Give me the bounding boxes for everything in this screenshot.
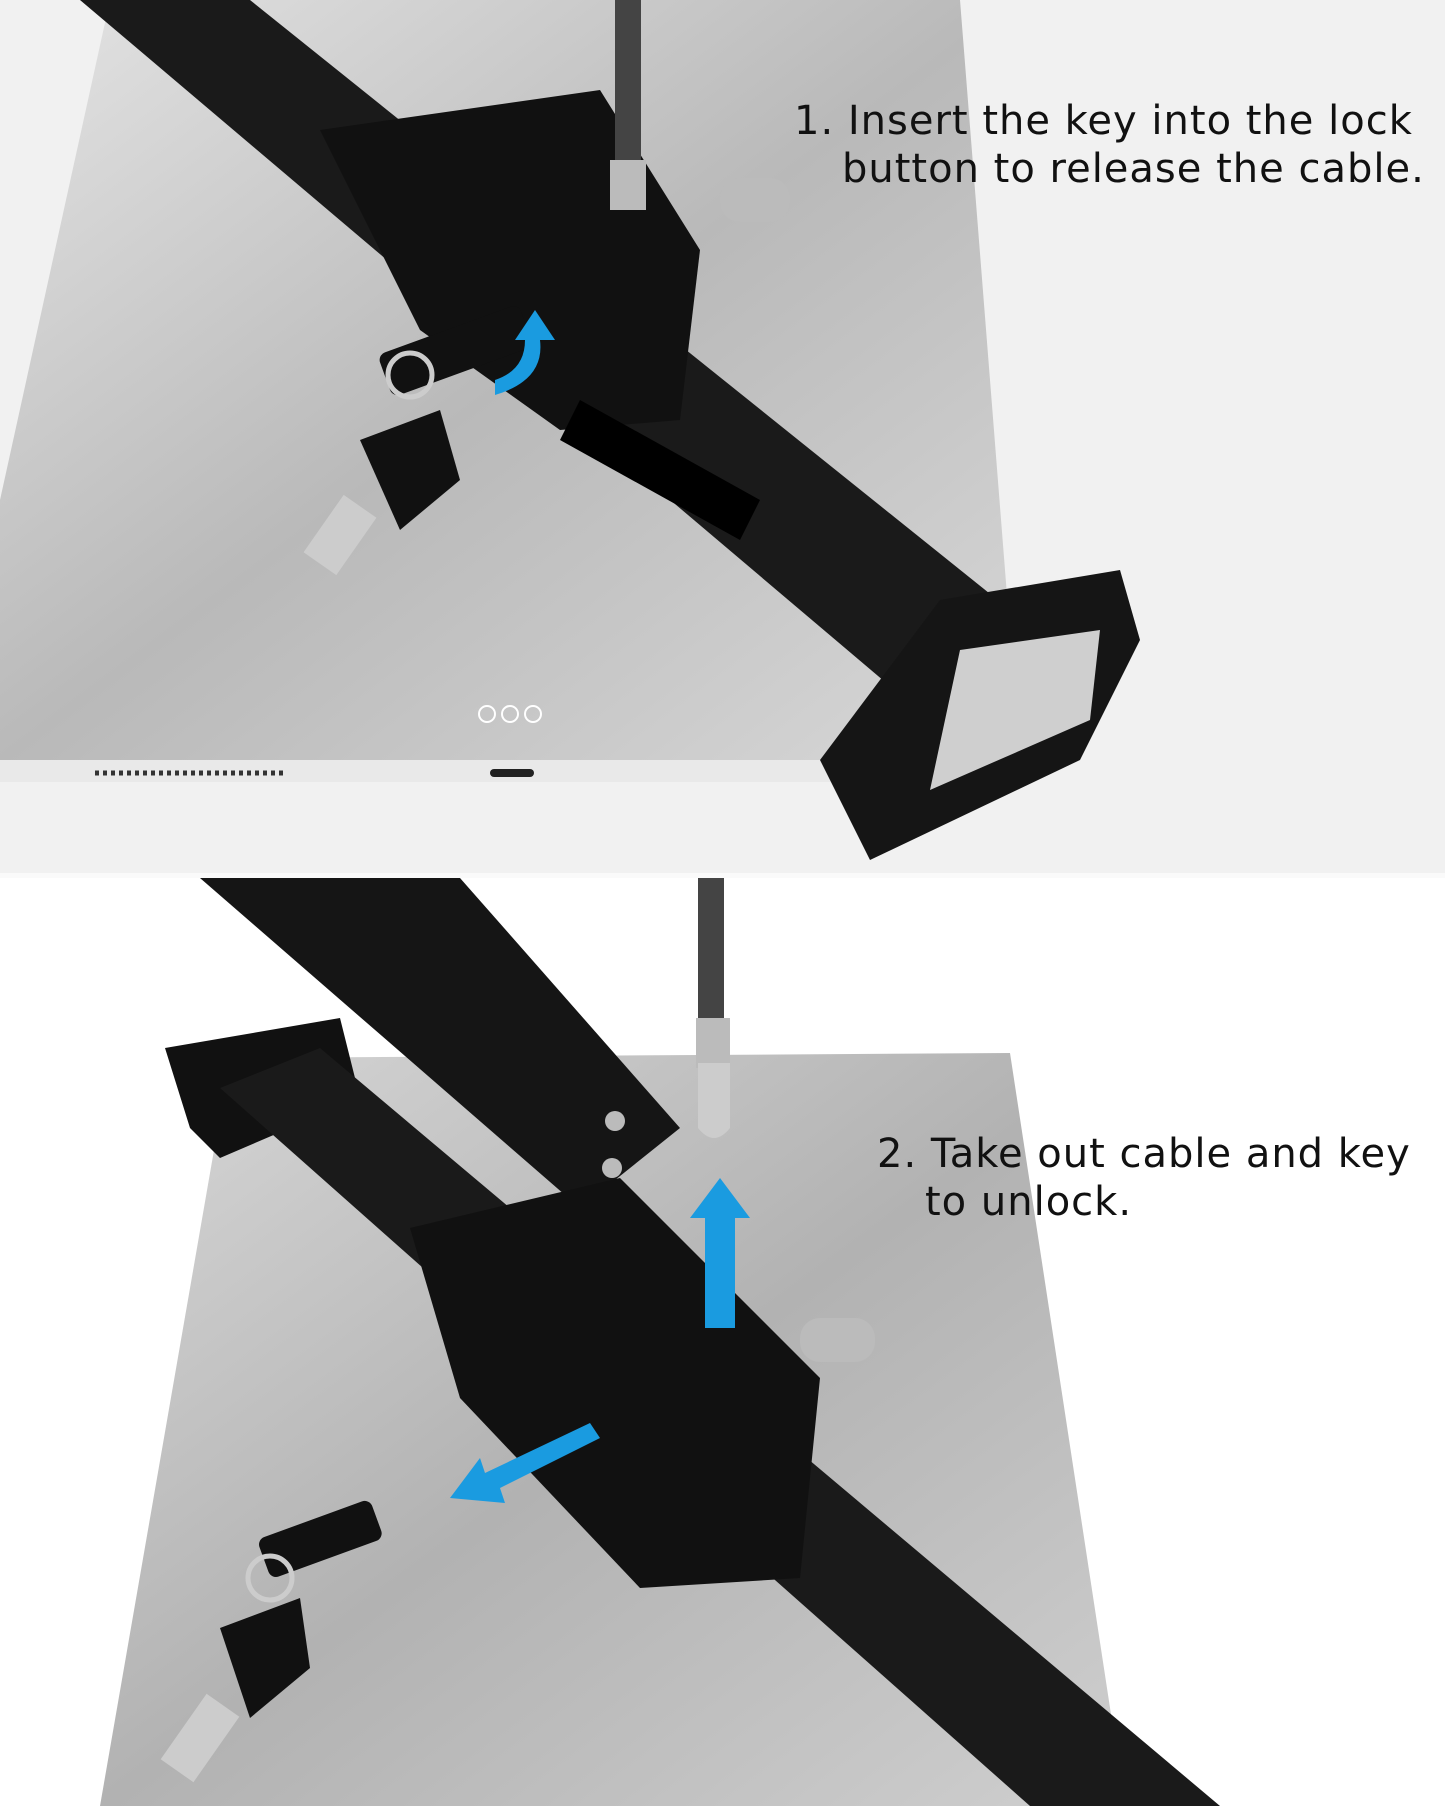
keys-icon bbox=[303, 306, 532, 576]
mount-arm bbox=[200, 878, 680, 1208]
left-arrow-icon bbox=[450, 1423, 600, 1503]
step-1-caption: 1. Insert the key into the lock button t… bbox=[794, 97, 1425, 193]
up-arrow-icon bbox=[690, 1178, 750, 1328]
step-2-caption: 2. Take out cable and key to unlock. bbox=[877, 1130, 1411, 1226]
panel-divider bbox=[0, 873, 1445, 878]
step-2-illustration bbox=[100, 878, 1220, 1806]
step-2-line-2: to unlock. bbox=[925, 1179, 1133, 1225]
camera-icon bbox=[478, 705, 542, 723]
lock-cylinder bbox=[720, 178, 790, 222]
security-cable bbox=[615, 0, 641, 175]
step-2-line-1: 2. Take out cable and key bbox=[877, 1131, 1411, 1177]
rotate-arrow-icon bbox=[495, 310, 555, 395]
security-cable bbox=[698, 878, 724, 1028]
step-1-line-2: button to release the cable. bbox=[842, 146, 1425, 192]
step-1-illustration bbox=[0, 0, 1140, 860]
keys-icon bbox=[160, 1500, 382, 1783]
lock-cylinder bbox=[800, 1318, 875, 1362]
usb-port bbox=[490, 769, 534, 777]
step-1-panel: 1. Insert the key into the lock button t… bbox=[0, 0, 1445, 873]
step-1-line-1: 1. Insert the key into the lock bbox=[794, 98, 1413, 144]
rack-gear bbox=[560, 400, 760, 540]
lock-block bbox=[320, 90, 700, 430]
step-2-panel: 2. Take out cable and key to unlock. bbox=[0, 878, 1445, 1806]
